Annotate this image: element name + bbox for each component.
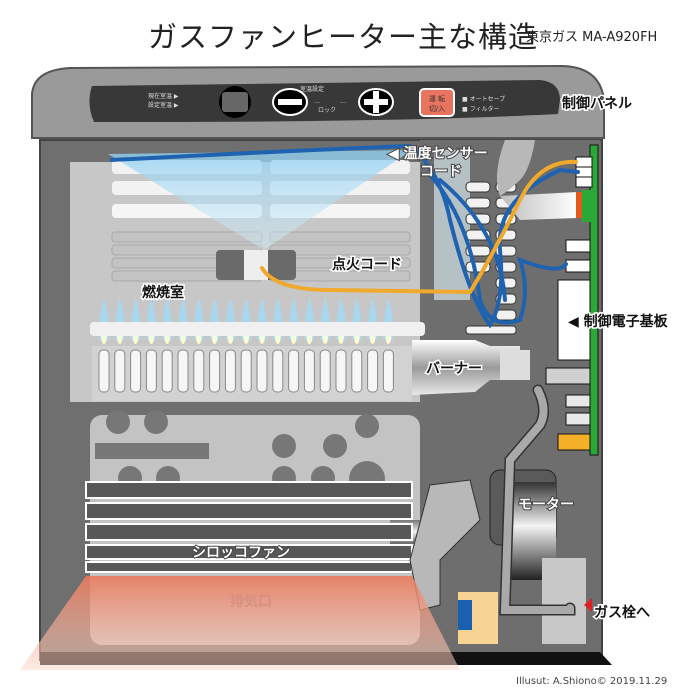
burner-tube [209,349,221,393]
label-combustion-chamber: 燃焼室 [142,284,184,301]
label-gas-valve: ガス栓へ [594,604,650,621]
label-motor: モーター [518,497,574,513]
gas-arrow-icon [584,598,592,612]
lock-label: ロック [318,107,336,114]
power-button[interactable]: 運 転 切/入 [419,88,455,117]
pcb-connector [575,156,593,168]
svg-text:…: … [340,98,346,105]
burner-tube [288,349,300,393]
label-control-panel: 制御パネル [562,95,632,112]
autosave-indicator: ■ オートセーブ [462,95,505,103]
burner-tube [319,349,331,393]
burner-tube [98,349,110,393]
burner-tube [351,349,363,393]
burner-nozzle [412,340,520,395]
burner-tube [145,349,157,393]
burner-tube [367,349,379,393]
room-temp-setting-label: 室温設定 [300,85,324,93]
control-board-box [557,279,591,361]
exhaust-airflow [20,576,460,670]
sensor-detection-cone [108,150,412,250]
current-temp-label: 現在室温 ▶ [148,92,179,100]
burner-tube [382,349,394,393]
plus-button[interactable] [358,88,394,116]
credit: Illusut: A.Shiono© 2019.11.29 [516,676,668,687]
label-sirocco-fan: シロッコファン [192,545,290,561]
set-temp-label: 設定室温 ▶ [148,101,179,109]
label-ignition-cord: 点火コード [332,256,402,273]
burner-tube [114,349,126,393]
label-temp-sensor: ◀ 温度センサー [388,145,488,162]
minus-button[interactable] [272,88,308,116]
burner-tube [303,349,315,393]
svg-text:運 転: 運 転 [429,94,445,103]
burner-tube [177,349,189,393]
sensor-housing [496,140,535,196]
filter-indicator: ■ フィルター [462,105,499,113]
temp-sensor-wire [110,144,580,329]
burner-tube [193,349,205,393]
motor-bracket [409,479,481,611]
diagram-title: ガスファンヒーター主な構造 [148,20,539,54]
burner-tube [256,349,268,393]
burner-tube [224,349,236,393]
temp-display [222,92,248,112]
igniter [244,250,268,280]
label-burner: バーナー [426,361,482,377]
svg-text:切/入: 切/入 [429,105,445,113]
burner-tube [272,349,284,393]
burner-tube [130,349,142,393]
burner-tubes [98,349,394,393]
label-temp-sensor-line2: コード [420,164,462,180]
label-exhaust: 排気口 [230,593,272,610]
sirocco-fan-blades [85,481,413,573]
burner-tube [161,349,173,393]
svg-text:…: … [314,98,320,105]
label-control-board: ◀ 制御電子基板 [568,313,669,330]
diagram-subtitle: 東京ガス MA-A920FH [526,30,658,45]
burner-tube [240,349,252,393]
burner-rail-top [90,322,425,336]
burner-tube [335,349,347,393]
minus-icon [278,99,302,105]
ignition-wire [260,159,578,295]
